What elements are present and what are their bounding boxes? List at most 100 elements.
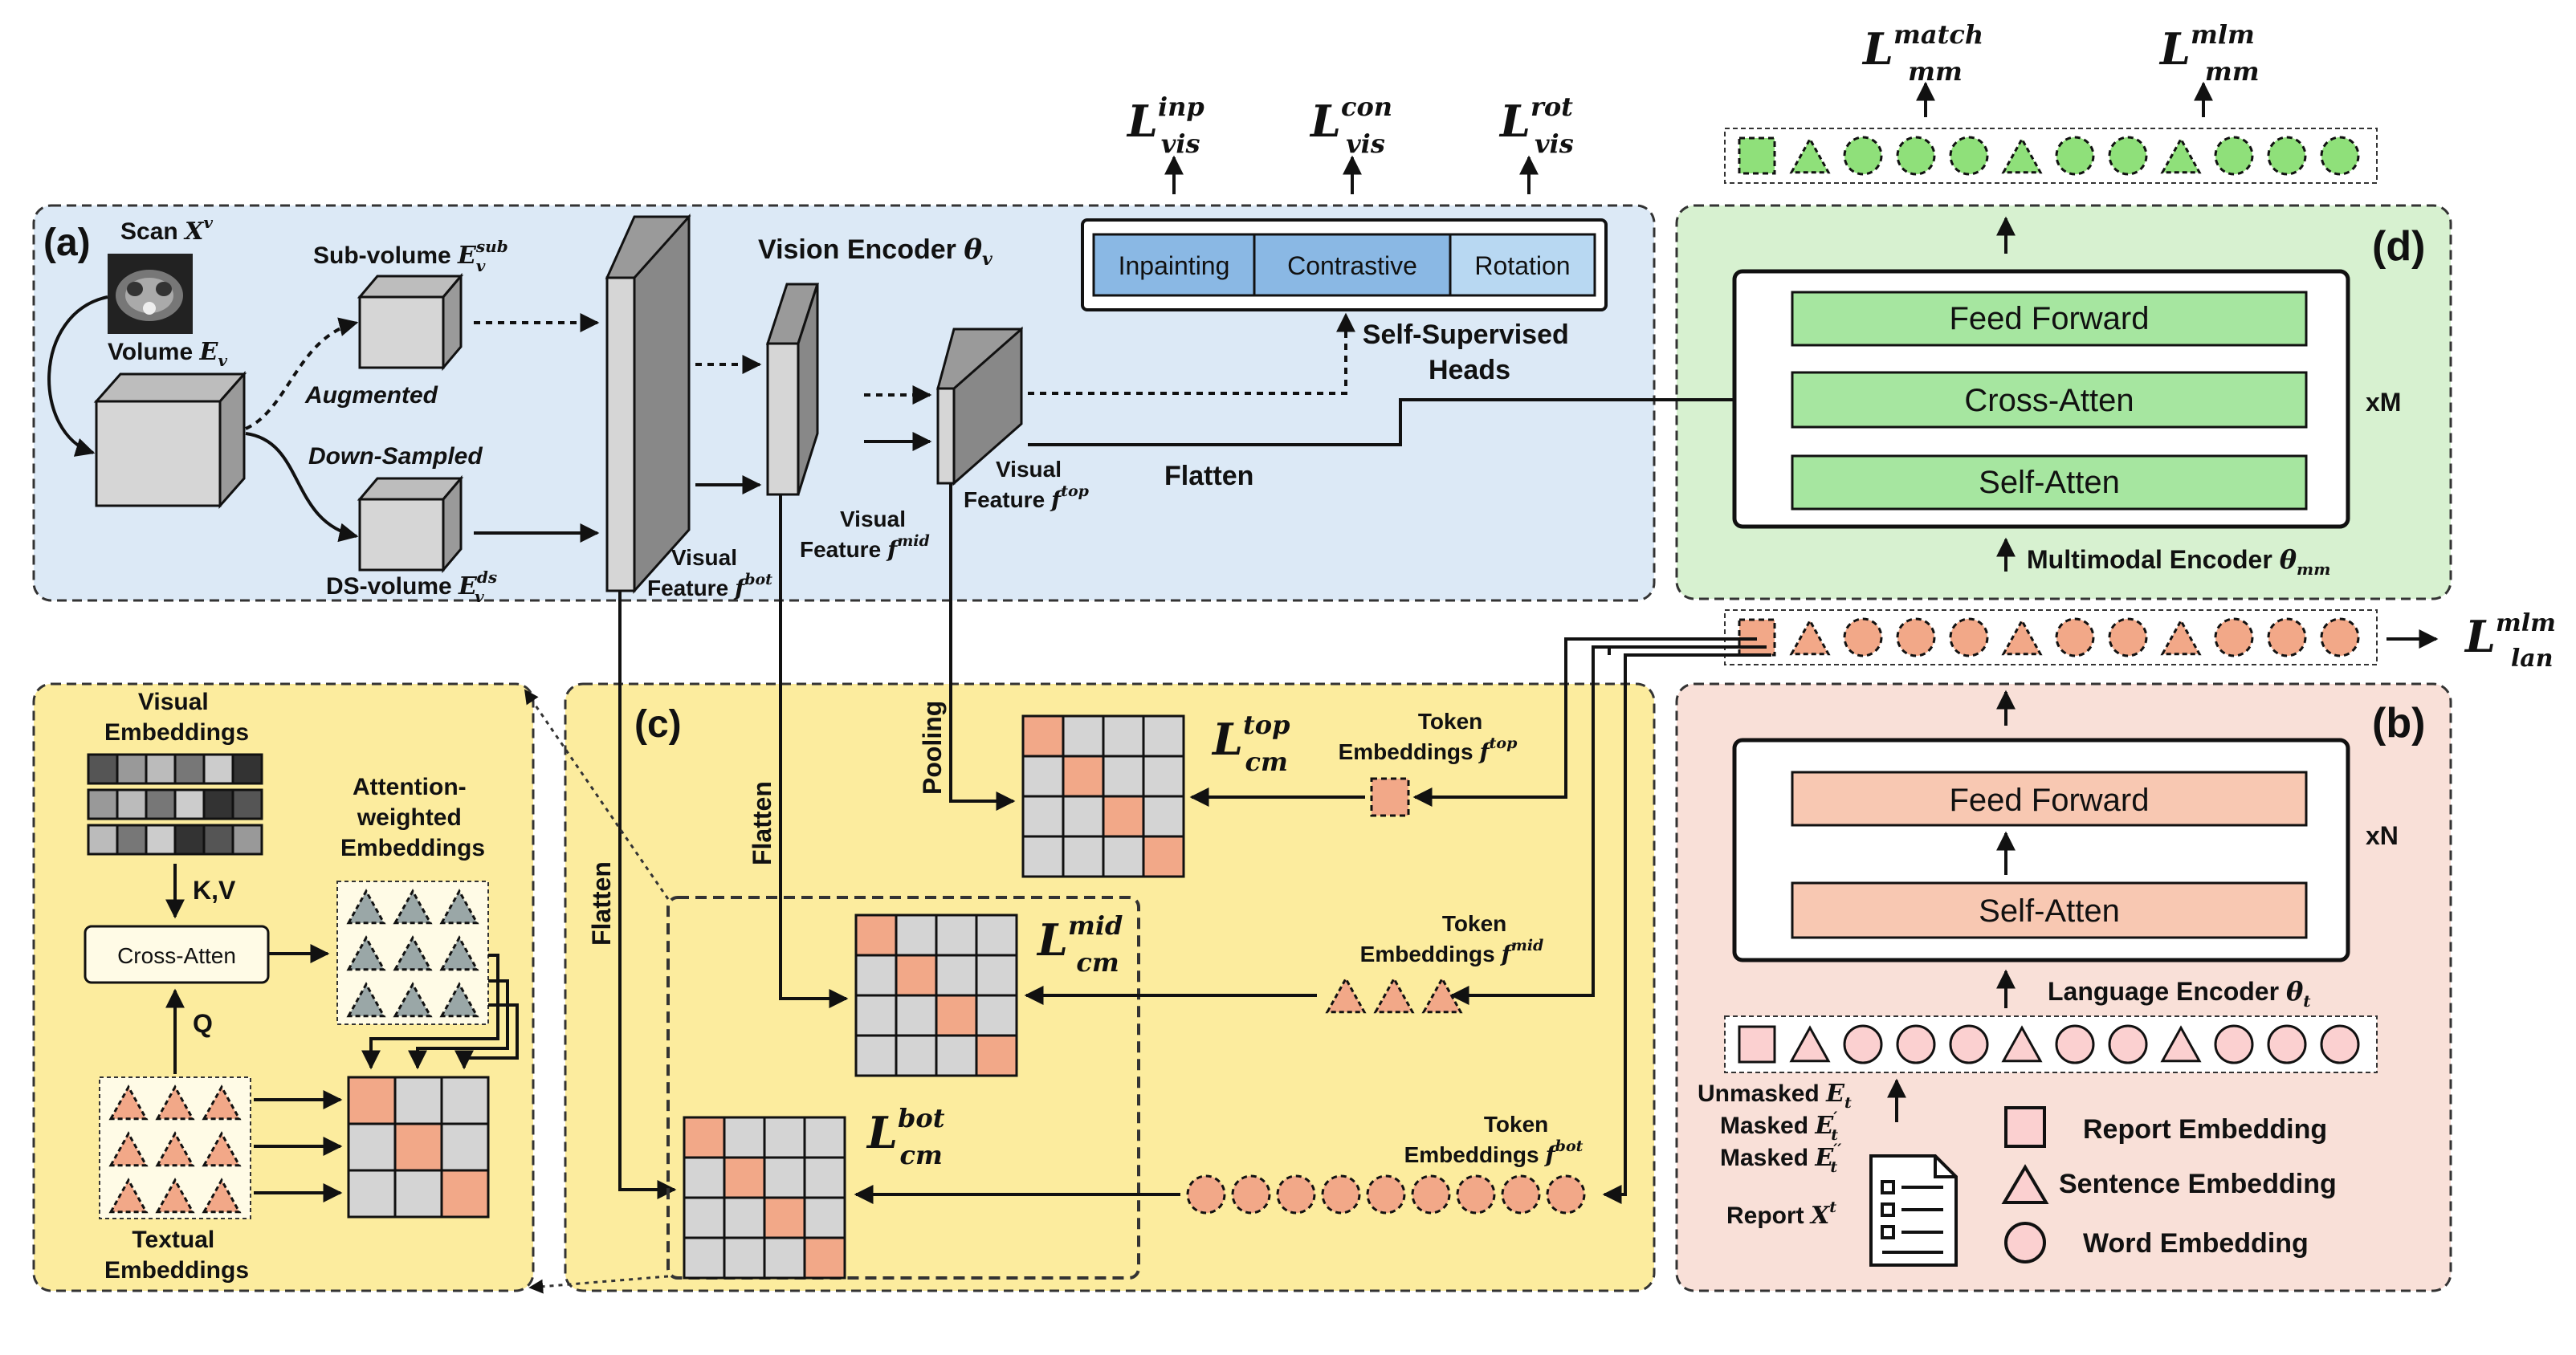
attention-cross-atten-label: Cross-Atten	[117, 943, 236, 968]
panel-label-a: (a)	[43, 222, 91, 264]
matrix-cell	[1142, 835, 1185, 878]
embedding-triangle	[202, 1178, 242, 1214]
token-bot-circles	[1186, 1174, 1586, 1215]
top-feature-to-heads-arrow	[1028, 312, 1355, 395]
mm-word-token	[1843, 136, 1883, 176]
visual-embedding-cell	[231, 753, 263, 785]
matrix-cell	[1102, 714, 1145, 758]
mid-feature-flatten-line	[779, 494, 849, 1008]
matrix-cell	[440, 1122, 490, 1172]
matrix-cell	[803, 1236, 846, 1280]
similarity-matrix-mid	[854, 914, 1018, 1077]
bot-feature-flatten-line	[618, 591, 677, 1199]
lang-in-word-token	[2108, 1024, 2148, 1064]
visual-embedding-cell	[145, 788, 177, 820]
flatten-line	[1399, 390, 1791, 445]
visual-embedding-cell	[173, 824, 206, 856]
volume-label: Volume Ev	[108, 338, 227, 370]
flatten-label-bot: Flatten	[587, 861, 616, 946]
self-supervised-heads-caption: Self-Supervised Heads	[1363, 319, 1576, 385]
lang-feed-forward-label: Feed Forward	[1950, 783, 2150, 818]
lang-self-atten-block	[1791, 881, 2308, 939]
mm-word-token	[2267, 136, 2307, 176]
mm-report-token	[1738, 136, 1776, 175]
head-rotation-label: Rotation	[1474, 251, 1570, 280]
word-token	[1456, 1174, 1496, 1215]
matrix-cell	[763, 1196, 806, 1239]
word-token	[1411, 1174, 1451, 1215]
embedding-triangle	[108, 1131, 149, 1167]
lang-output-tokens	[1738, 617, 2360, 657]
matrix-cell	[854, 954, 898, 997]
head-rotation	[1449, 233, 1596, 297]
legend-sentence-label: Sentence Embedding	[2059, 1169, 2337, 1199]
lang-feed-forward-block	[1791, 771, 2308, 827]
matrix-cell	[1102, 755, 1145, 798]
matrix-cell	[1102, 795, 1145, 838]
matrix-cell	[723, 1156, 766, 1199]
lang-repeat-label: xN	[2366, 821, 2399, 850]
mm-sentence-token	[2001, 136, 2043, 174]
matrix-cell	[975, 1034, 1018, 1077]
attention-similarity-matrix	[347, 1076, 490, 1219]
matrix-cell	[393, 1169, 443, 1219]
matrix-cell	[683, 1236, 726, 1280]
visual-embedding-cell	[231, 788, 263, 820]
matrix-cell	[347, 1076, 397, 1125]
visual-embedding-cell	[116, 788, 148, 820]
matrix-cell	[1062, 714, 1105, 758]
token-top-square	[1370, 777, 1410, 817]
lang-in-sentence-token	[1789, 1025, 1831, 1063]
subvolume-cube	[357, 272, 464, 372]
mm-feed-forward-block	[1791, 291, 2308, 347]
visual-embeddings-grid	[87, 753, 263, 856]
visual-embedding-cell	[173, 753, 206, 785]
matrix-cell	[763, 1236, 806, 1280]
matrix-cell	[975, 954, 1018, 997]
lang-in-report-token	[1738, 1025, 1776, 1064]
weighted-embeddings-label: Attention- weighted Embeddings	[340, 774, 485, 861]
scan-to-volume-arrow	[47, 295, 108, 457]
downsampled-arrow	[245, 432, 359, 543]
mm-word-token	[1896, 136, 1936, 176]
ds-volume-cube	[357, 474, 464, 574]
head-contrastive-label: Contrastive	[1287, 251, 1417, 280]
matrix-cell	[723, 1116, 766, 1159]
lang-out-sentence-token	[2001, 618, 2043, 656]
mm-output-tokens	[1738, 136, 2360, 176]
embedding-triangle	[346, 889, 386, 925]
embedding-triangle	[393, 889, 433, 925]
mm-word-token	[1949, 136, 1989, 176]
top-feature-pooling-line	[949, 483, 1016, 811]
matrix-cell	[854, 1034, 898, 1077]
visual-embeddings-label: Visual Embeddings	[104, 689, 249, 746]
matrix-cell	[935, 1034, 978, 1077]
head-inpainting-label: Inpainting	[1119, 251, 1230, 280]
downsampled-label: Down-Sampled	[308, 443, 483, 470]
matrix-cell	[1102, 835, 1145, 878]
mm-sentence-token	[1789, 136, 1831, 174]
similarity-matrix-bot	[683, 1116, 846, 1280]
lang-in-word-token	[2055, 1024, 2095, 1064]
mm-word-token	[2214, 136, 2254, 176]
mm-cross-atten-block	[1791, 371, 2308, 429]
textual-embeddings-triangles	[108, 1084, 242, 1214]
matrix-cell	[803, 1116, 846, 1159]
report-token-route	[1412, 637, 1757, 807]
lang-out-sentence-token	[2160, 618, 2202, 656]
mm-word-token	[2055, 136, 2095, 176]
weighted-col2-arrow	[408, 979, 509, 1070]
legend-triangle-icon	[2001, 1164, 2049, 1204]
matrix-cell	[1062, 835, 1105, 878]
zoom-connector-top	[524, 689, 670, 900]
word-token	[1231, 1174, 1271, 1215]
augmented-arrow	[245, 317, 359, 430]
lang-in-sentence-token	[2001, 1025, 2043, 1063]
lang-in-word-token	[2214, 1024, 2254, 1064]
